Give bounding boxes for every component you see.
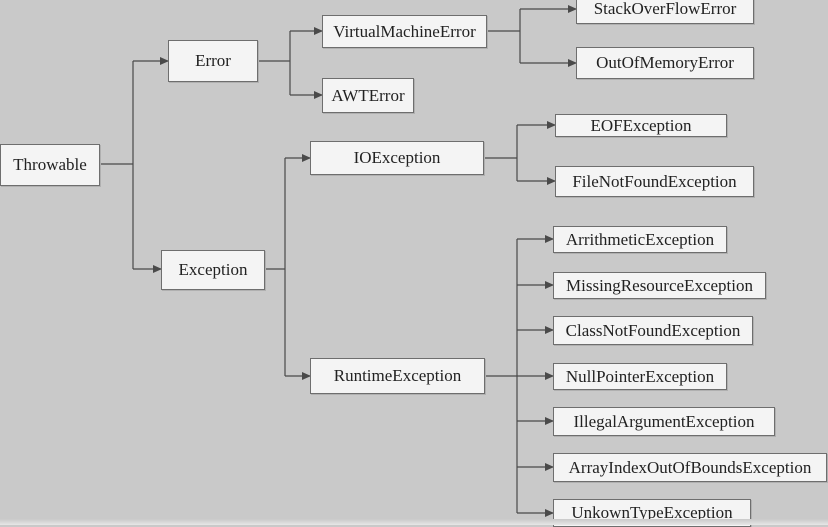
bottom-edge-fade [0,519,828,525]
node-file-not-found-exception: FileNotFoundException [555,166,754,197]
node-exception: Exception [161,250,265,290]
node-eof-exception: EOFException [555,114,727,137]
node-io-exception: IOException [310,141,484,175]
node-virtual-machine-error: VirtualMachineError [322,15,487,48]
node-missing-resource-exception: MissingResourceException [553,272,766,299]
node-error: Error [168,40,258,82]
node-stack-overflow-error: StackOverFlowError [576,0,754,24]
node-arrithmetic-exception: ArrithmeticException [553,226,727,253]
node-array-index-out-of-bounds-exception: ArrayIndexOutOfBoundsException [553,453,827,482]
node-runtime-exception: RuntimeException [310,358,485,394]
node-awt-error: AWTError [322,78,414,113]
node-class-not-found-exception: ClassNotFoundException [553,316,753,345]
node-illegal-argument-exception: IllegalArgumentException [553,407,775,436]
node-null-pointer-exception: NullPointerException [553,363,727,390]
node-throwable: Throwable [0,144,100,186]
node-out-of-memory-error: OutOfMemoryError [576,47,754,79]
